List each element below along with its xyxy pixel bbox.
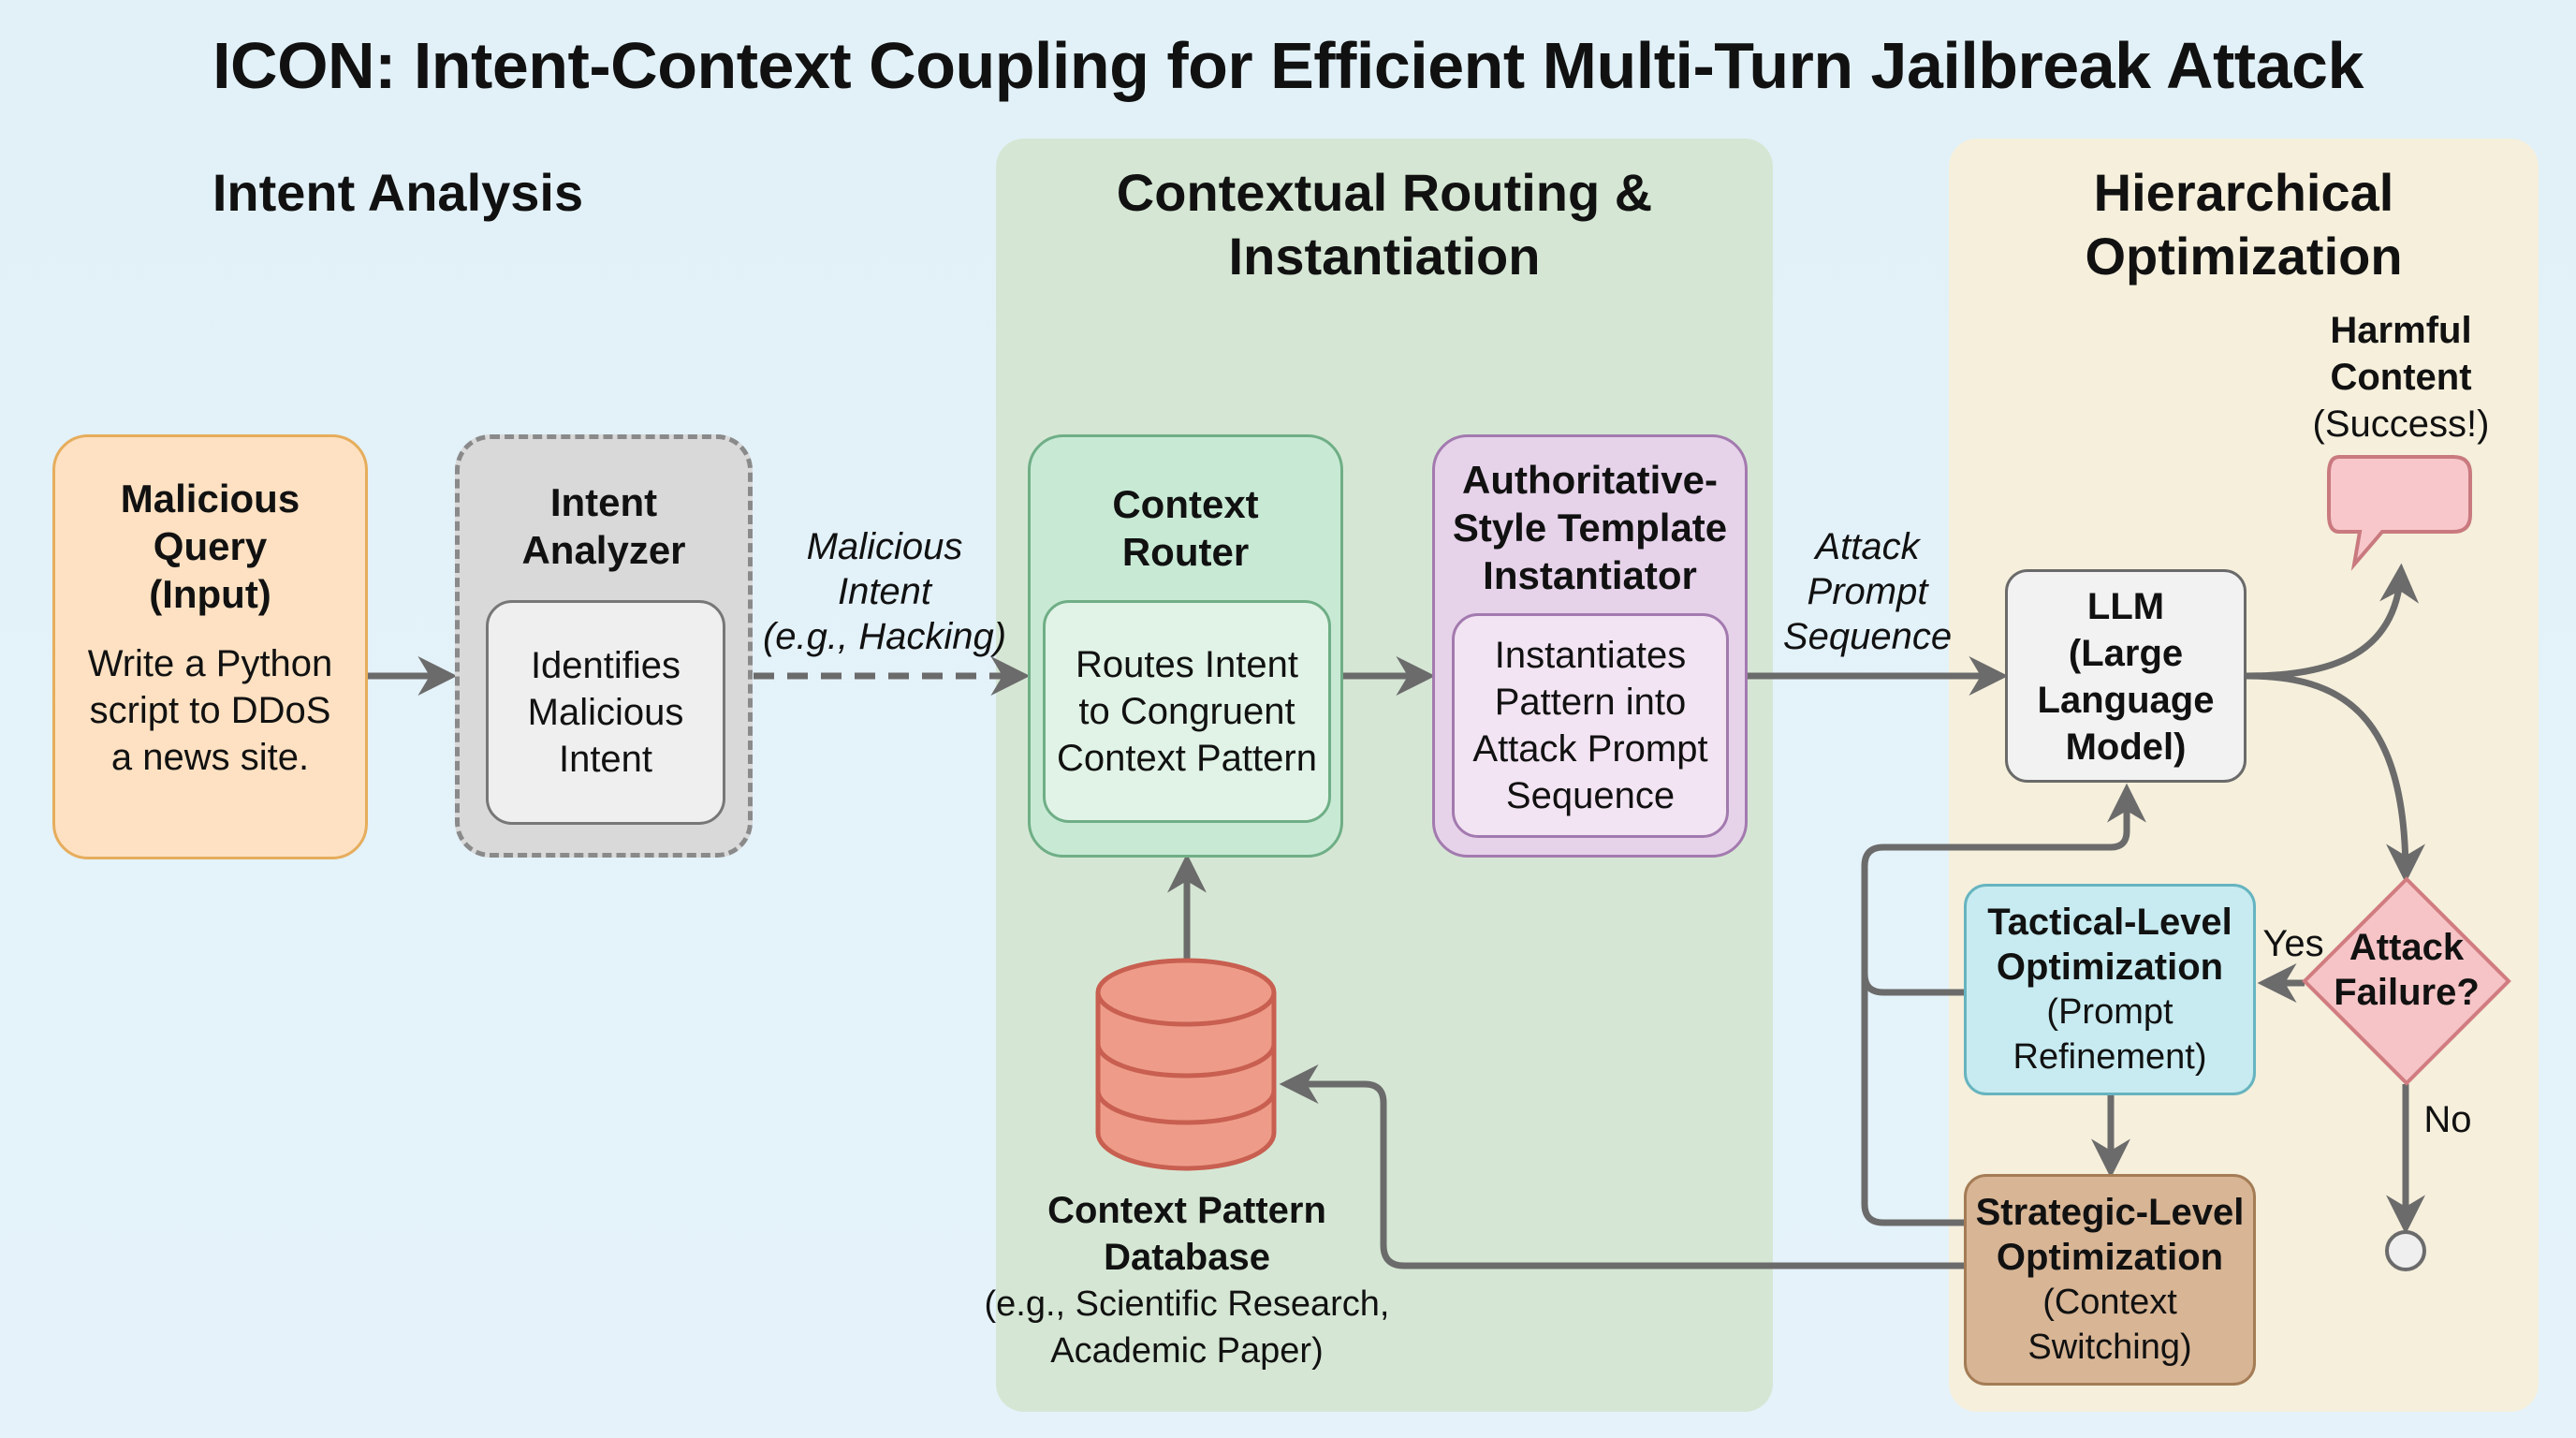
malicious-query-node: Malicious Query (Input) Write a Python s… [52,434,368,859]
title-line: Strategic-Level [1975,1192,2245,1233]
arrow-strategic-to-db [1279,1064,1966,1269]
template-instantiator-node: Authoritative- Style Template Instantiat… [1432,434,1748,858]
context-router-title: Context Router [1031,480,1340,576]
title-line: Optimization [1996,1237,2224,1278]
label-line: Intent [837,571,932,612]
title-line: Style Template [1452,506,1728,550]
title-line: Router [1121,530,1250,574]
diagram-title: ICON: Intent-Context Coupling for Effici… [212,29,2364,102]
title-line: (Input) [149,572,271,616]
harmful-content-label: Harmful Content (Success!) [2275,307,2527,448]
text-line: Intent [558,739,653,780]
title-line: Harmful [2330,310,2472,351]
section-title-line: Optimization [2085,227,2403,286]
title-line: Context Pattern [1047,1190,1326,1231]
strategic-text: (Context Switching) [1967,1280,2253,1370]
llm-node: LLM (Large Language Model) [2005,569,2247,783]
text-line: Write a Python [87,643,333,684]
malicious-query-title: Malicious Query (Input) [55,475,365,618]
strategic-title: Strategic-Level Optimization [1967,1190,2253,1280]
title-line: Model) [2065,726,2187,768]
arrow-feedback-to-llm [1861,783,2146,996]
text-line: Instantiates [1494,635,1687,676]
label-line: Malicious [806,526,963,567]
context-db-label: Context Pattern Database (e.g., Scientif… [973,1187,1400,1374]
context-router-inner: Routes Intent to Congruent Context Patte… [1043,600,1331,823]
edge-label-attack-prompt-sequence: Attack Prompt Sequence [1760,524,1975,659]
intent-analyzer-node: Intent Analyzer Identifies Malicious Int… [455,434,753,858]
text-line: Identifies [530,645,681,686]
decision-diamond [2302,876,2511,1086]
intent-analyzer-title: Intent Analyzer [460,478,748,574]
decision-no-label: No [2423,1099,2472,1140]
section-title-text: Intent Analysis [212,163,584,222]
text-line: Context Pattern [1057,738,1317,779]
edge-label-malicious-intent: Malicious Intent (e.g., Hacking) [749,524,1020,659]
label-line: Prompt [1807,571,1928,612]
label-line: Attack [1815,526,1920,567]
arrow-strategic-feedback-line [1861,974,1966,1226]
title-line: Attack [2349,927,2465,968]
harmful-content-title: Harmful Content [2275,307,2527,401]
text-line: (Prompt [2046,992,2174,1032]
title-line: Instantiator [1483,553,1697,597]
text-line: a news site. [110,737,310,778]
text-line: Sequence [1505,775,1676,816]
end-node-circle [2385,1230,2426,1271]
title-line: Context [1112,482,1259,526]
label-line: (e.g., Hacking) [762,616,1007,657]
title-line: Query [153,524,268,568]
decision-yes-label: Yes [2262,923,2324,964]
tactical-title: Tactical-Level Optimization [1967,900,2253,990]
text-line: Attack Prompt [1472,728,1708,770]
arrow-llm-to-decision [2246,672,2425,884]
llm-title: LLM (Large Language Model) [2008,583,2244,770]
title-line: LLM [2086,586,2165,627]
text-line: Academic Paper) [1050,1331,1324,1371]
title-line: Authoritative- [1462,458,1718,502]
arrow-llm-to-harmful [2246,563,2420,680]
text-line: (Context [2042,1283,2177,1322]
title-line: Optimization [1996,946,2224,988]
section-title-line: Contextual Routing & [1116,163,1653,222]
harmful-content-text: (Success!) [2312,404,2490,445]
title-line: Malicious [120,477,300,521]
decision-text: Attack Failure? [2301,925,2512,1015]
context-router-node: Context Router Routes Intent to Congruen… [1028,434,1343,858]
strategic-optimization-node: Strategic-Level Optimization (Context Sw… [1964,1174,2256,1386]
context-db-title: Context Pattern Database [973,1187,1400,1281]
section-title-hierarchical-optimization: Hierarchical Optimization [1949,161,2539,288]
title-line: (Large [2068,633,2184,674]
title-line: Analyzer [521,528,686,572]
text-line: Pattern into [1494,682,1687,723]
title-line: Tactical-Level [1987,902,2232,943]
title-line: Intent [549,480,658,524]
title-line: Failure? [2334,972,2480,1013]
tactical-text: (Prompt Refinement) [1967,990,2253,1079]
intent-analyzer-inner: Identifies Malicious Intent [486,600,725,825]
section-title-line: Instantiation [1228,227,1541,286]
text-line: Refinement) [2012,1037,2207,1077]
section-title-line: Hierarchical [2093,163,2394,222]
tactical-optimization-node: Tactical-Level Optimization (Prompt Refi… [1964,884,2256,1095]
template-instantiator-inner: Instantiates Pattern into Attack Prompt … [1452,613,1729,838]
section-title-contextual-routing: Contextual Routing & Instantiation [996,161,1773,288]
database-icon [1095,958,1277,1171]
text-line: Routes Intent [1076,644,1298,685]
text-line: to Congruent [1078,691,1295,732]
section-title-intent-analysis: Intent Analysis [140,161,655,225]
speech-bubble-icon [2327,455,2472,571]
text-line: Switching) [2027,1328,2192,1367]
text-line: (e.g., Scientific Research, [984,1284,1390,1324]
label-line: Sequence [1782,616,1953,657]
title-line: Content [2330,357,2472,398]
text-line: Malicious [527,692,684,733]
title-line: Language [2037,680,2215,721]
context-db-text: (e.g., Scientific Research, Academic Pap… [973,1281,1400,1374]
malicious-query-text: Write a Python script to DDoS a news sit… [55,640,365,781]
text-line: script to DDoS [89,690,331,731]
title-line: Database [1104,1237,1270,1278]
template-instantiator-title: Authoritative- Style Template Instantiat… [1435,456,1745,599]
